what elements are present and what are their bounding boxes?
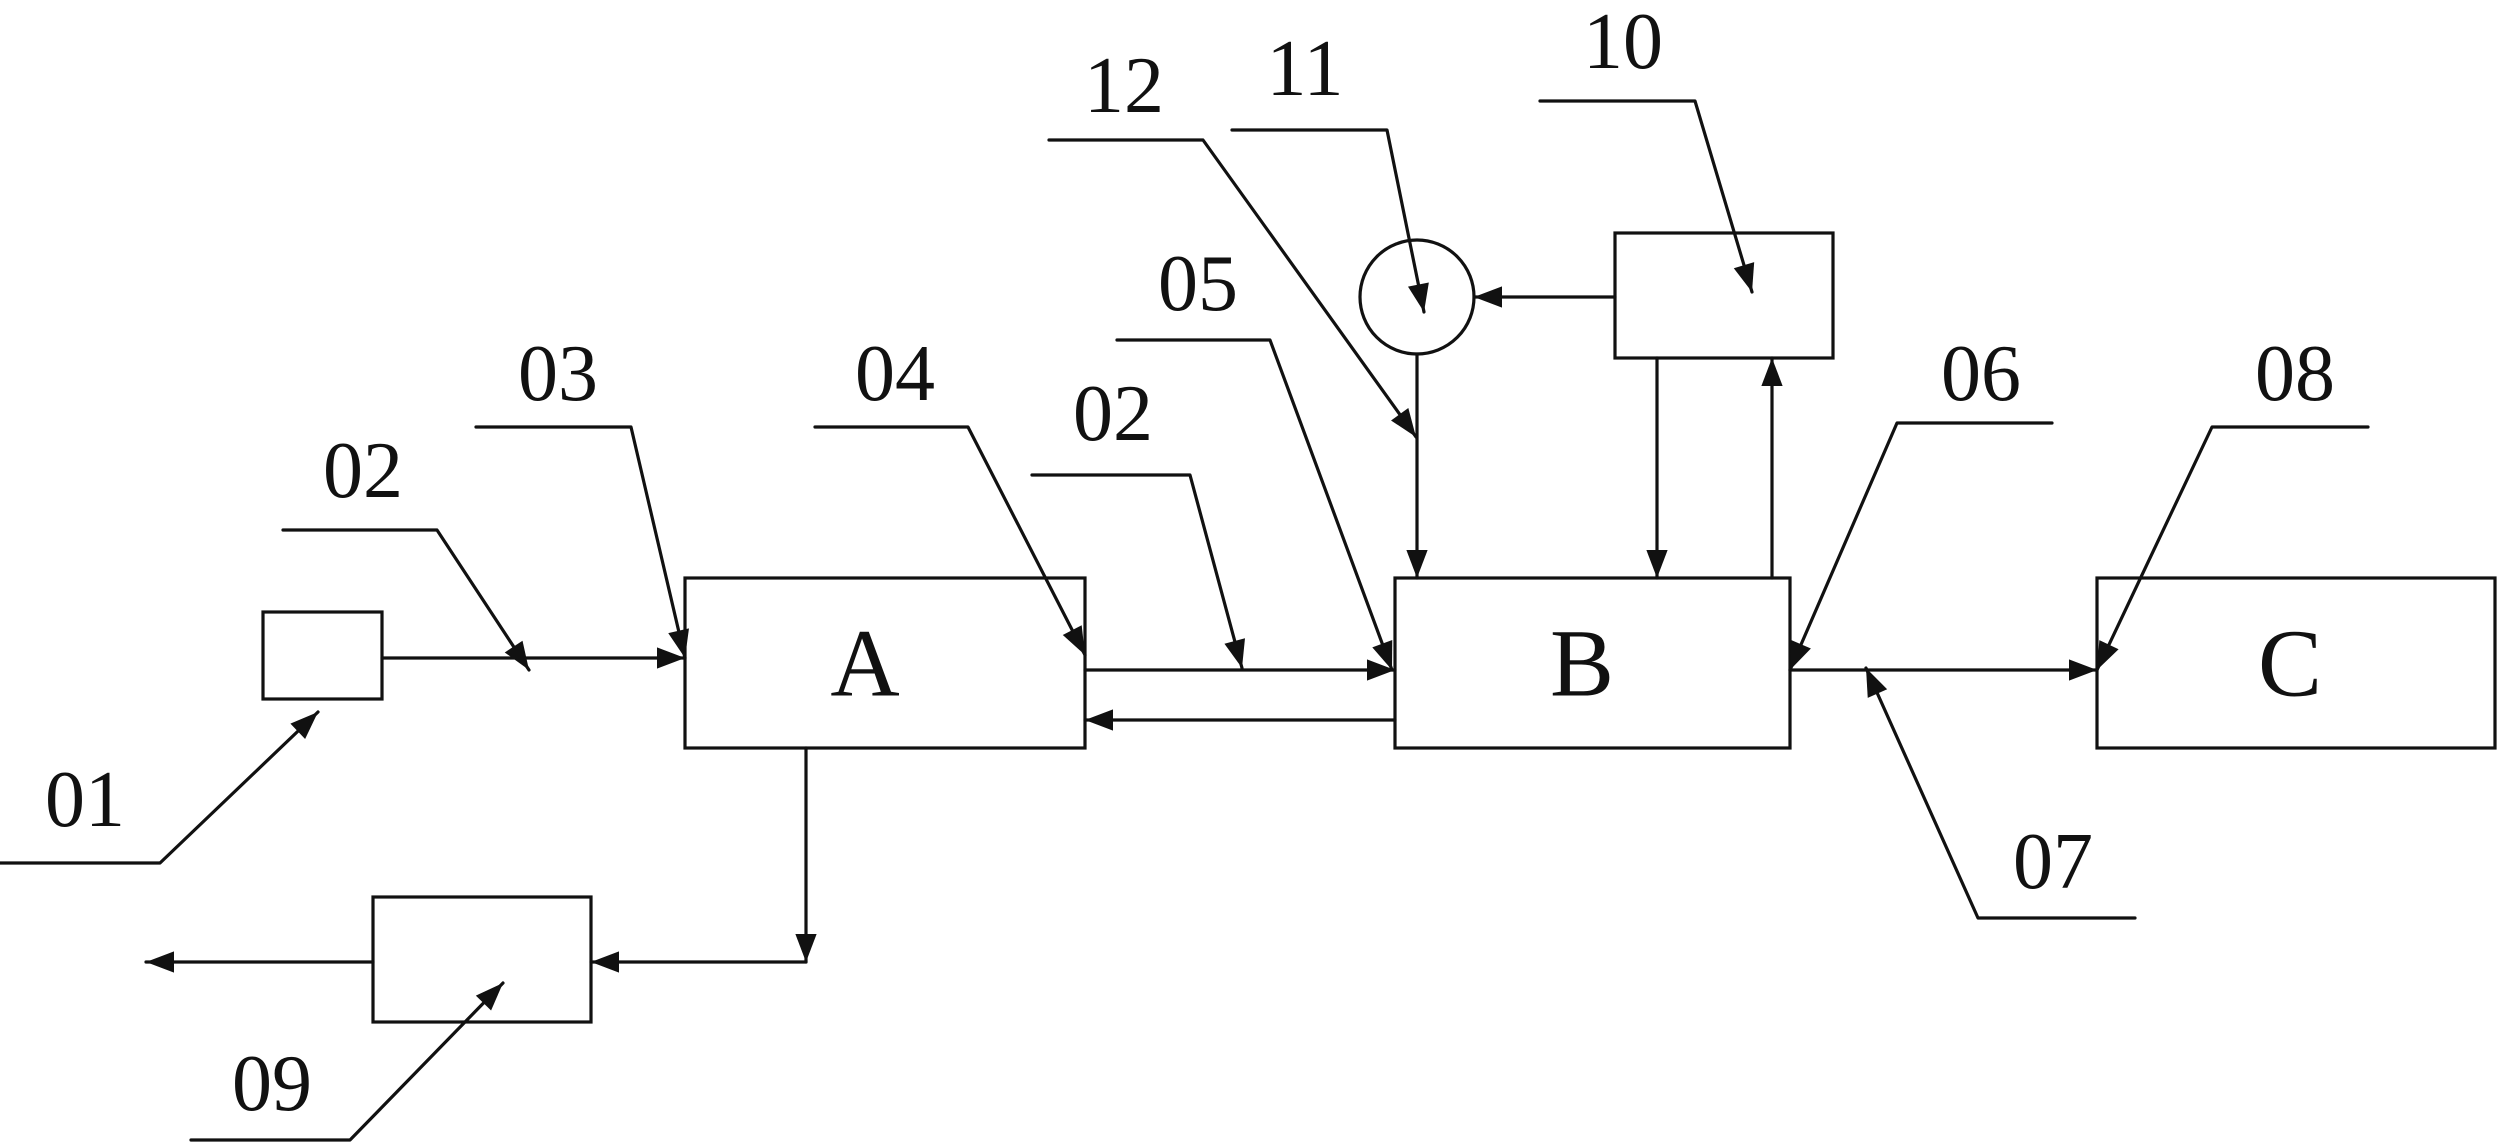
leader-09 bbox=[189, 981, 505, 1142]
block-b-label: B bbox=[1550, 610, 1614, 717]
leader-07 bbox=[1864, 666, 2137, 920]
leader-05 bbox=[1115, 338, 1394, 672]
block-b bbox=[1393, 576, 1792, 750]
leader-10 bbox=[1538, 99, 1755, 294]
leader-02-mid bbox=[1030, 473, 1245, 670]
leader-01 bbox=[0, 710, 320, 865]
ref-label-11: 11 bbox=[1266, 25, 1343, 113]
ref-label-07: 07 bbox=[2013, 818, 2093, 906]
block-a-label: A bbox=[830, 610, 899, 717]
ref-label-01: 01 bbox=[45, 756, 125, 844]
component-10-box bbox=[1613, 231, 1835, 360]
ref-label-02-mid: 02 bbox=[1073, 370, 1153, 458]
leader-08 bbox=[2095, 425, 2370, 672]
ref-label-12: 12 bbox=[1084, 42, 1164, 130]
component-11-circle bbox=[1358, 238, 1476, 356]
block-c-label: C bbox=[2258, 610, 2322, 717]
leader-04 bbox=[813, 425, 1087, 657]
block-c bbox=[2095, 576, 2497, 750]
component-01-box bbox=[261, 610, 384, 701]
block-a bbox=[683, 576, 1087, 750]
ref-label-05: 05 bbox=[1158, 240, 1238, 328]
ref-label-10: 10 bbox=[1583, 0, 1663, 86]
leader-03 bbox=[474, 425, 689, 660]
leader-02-left bbox=[281, 528, 531, 672]
ref-label-06: 06 bbox=[1941, 330, 2021, 418]
ref-label-03: 03 bbox=[518, 330, 598, 418]
ref-label-08: 08 bbox=[2255, 330, 2335, 418]
leader-12 bbox=[1047, 138, 1418, 439]
leader-06 bbox=[1788, 421, 2054, 672]
ref-label-04: 04 bbox=[855, 330, 935, 418]
ref-label-02-left: 02 bbox=[323, 427, 403, 515]
leader-11 bbox=[1230, 128, 1429, 314]
ref-label-09: 09 bbox=[232, 1040, 312, 1128]
